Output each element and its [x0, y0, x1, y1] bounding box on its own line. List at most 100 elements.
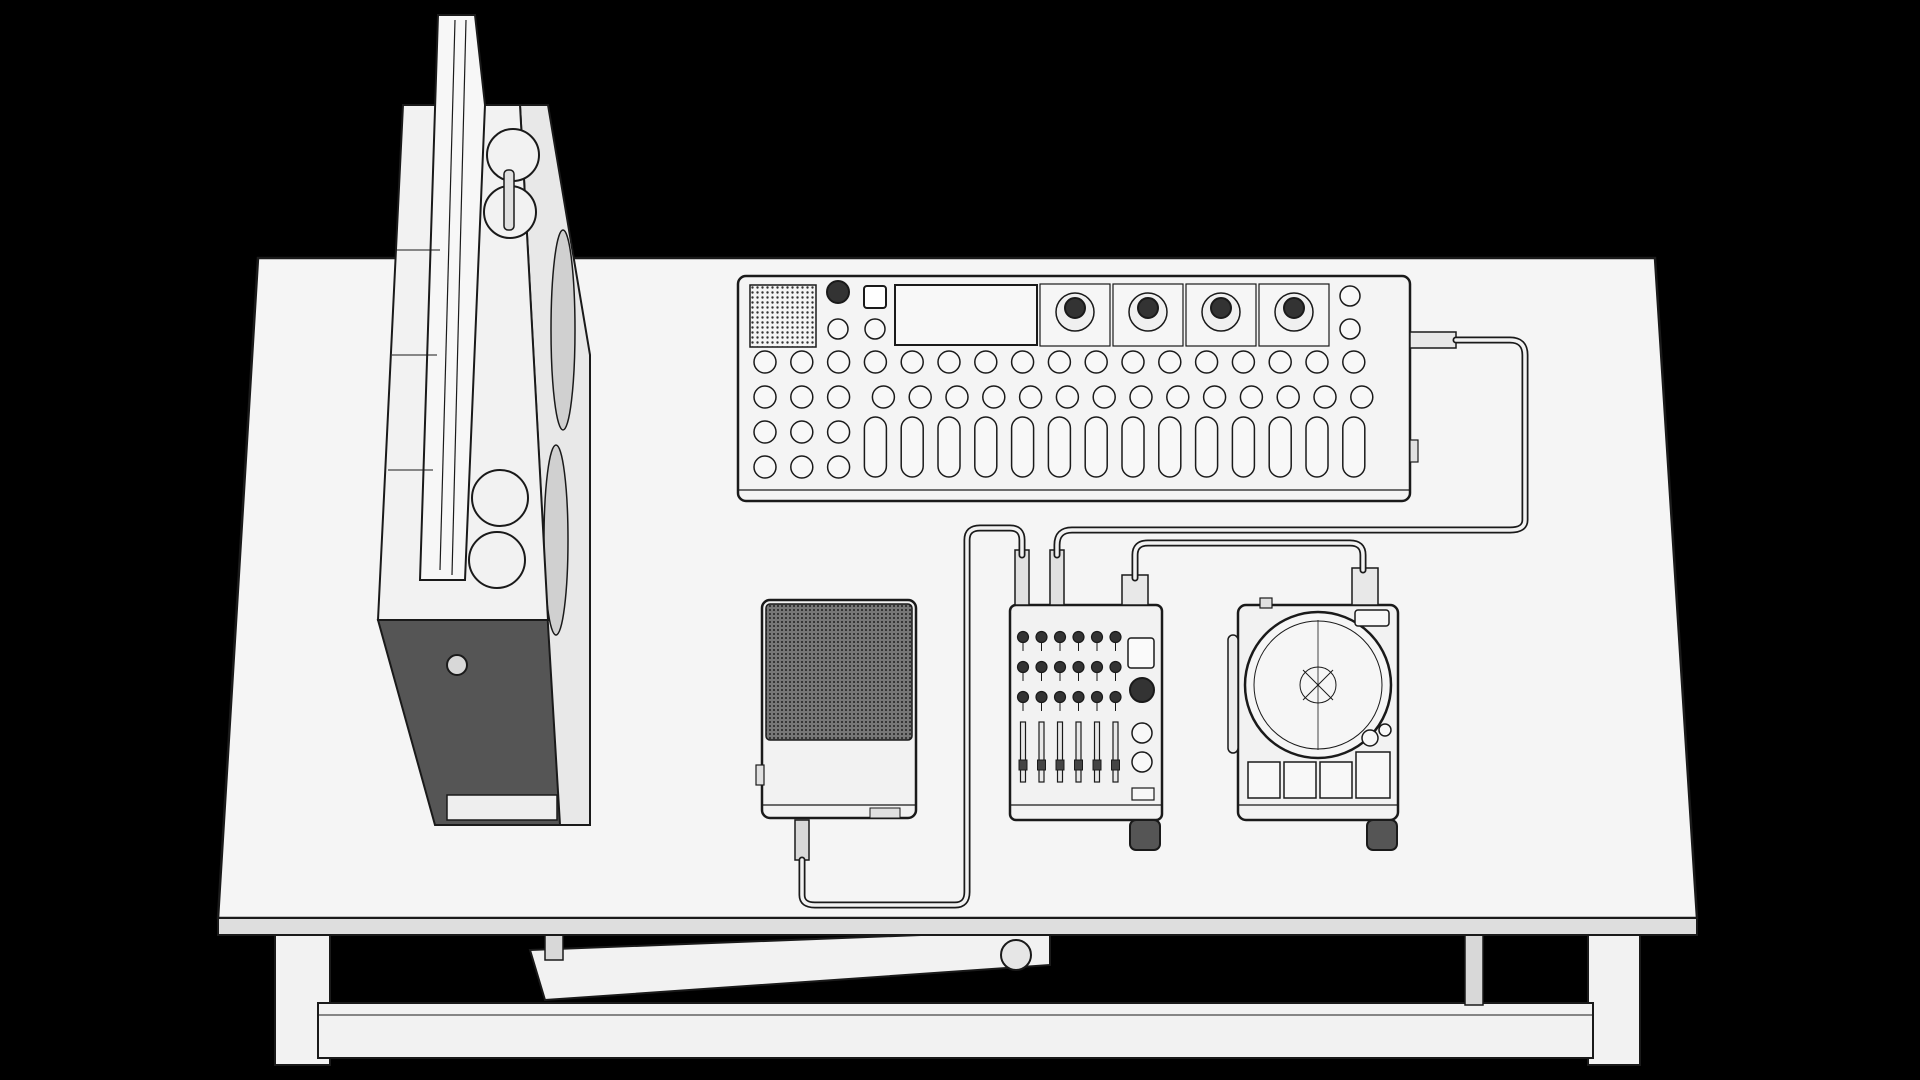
- synth-round-key: [1129, 385, 1153, 409]
- synth-round-key: [1305, 350, 1329, 374]
- synth-speaker-grille: [749, 284, 817, 348]
- mixer-knob: [1053, 630, 1067, 644]
- synth-round-key: [826, 350, 851, 374]
- synth-round-key: [826, 420, 851, 444]
- sampler-device: [755, 598, 918, 861]
- mixer-knob: [1035, 630, 1048, 644]
- mixer-knob: [1090, 630, 1104, 644]
- synth-long-key: [1268, 416, 1292, 478]
- field-recorder-turntable: [1227, 567, 1400, 851]
- speaker-jack: [446, 654, 468, 676]
- synth-long-key: [1231, 416, 1256, 478]
- synth-long-key: [1342, 416, 1366, 478]
- synth-knob: [1137, 297, 1159, 319]
- stand-leg-left: [274, 929, 331, 1066]
- synth-long-key: [1010, 416, 1035, 478]
- mixer-fader-track: [1056, 721, 1064, 783]
- stand-crossbar: [317, 1002, 1594, 1059]
- mixer-knob: [1053, 660, 1067, 674]
- mixer-knob: [1072, 690, 1085, 704]
- synth-round-key: [864, 318, 886, 340]
- synth-round-key: [1158, 350, 1182, 374]
- synth-round-key: [945, 385, 969, 409]
- synth-knob-row: [1039, 283, 1361, 347]
- synth-knob-panel: [1258, 283, 1330, 347]
- speaker-button-lower: [468, 531, 526, 589]
- synth-round-key: [1202, 385, 1227, 409]
- synth-long-key: [1121, 416, 1145, 478]
- synth-round-key: [1268, 350, 1292, 374]
- synth-round-key: [908, 385, 932, 409]
- mixer-fader-cap: [1055, 759, 1065, 771]
- synth-long-key: [900, 416, 924, 478]
- synth-round-key: [1194, 350, 1219, 374]
- synth-round-key: [937, 350, 961, 374]
- synth-round-key: [974, 350, 998, 374]
- synth-round-key: [871, 385, 896, 409]
- synth-display: [894, 284, 1038, 346]
- mixer-knob: [1016, 630, 1030, 644]
- recorder-pad-2: [1283, 761, 1317, 799]
- mixer-knob: [1035, 690, 1048, 704]
- synth-side-button: [1339, 285, 1361, 307]
- synth-key-grid: [753, 318, 1374, 479]
- speaker-handle: [418, 14, 487, 581]
- synth-knob: [1064, 297, 1086, 319]
- mixer-fader-bank: [1018, 721, 1120, 783]
- synth-round-key: [753, 420, 777, 444]
- synth-round-key: [1231, 350, 1256, 374]
- synth-knob: [1210, 297, 1232, 319]
- stand-brace: [528, 928, 1051, 1002]
- synth-round-key: [1276, 385, 1300, 409]
- mini-mixer: [1008, 549, 1164, 851]
- recorder-bottom-dial: [1366, 819, 1398, 851]
- synth-round-key: [1092, 385, 1116, 409]
- mixer-knob-grid: [1016, 630, 1122, 711]
- synth-knob: [1283, 297, 1305, 319]
- speaker-button-upper: [471, 469, 529, 527]
- stand-leg-right: [1587, 929, 1641, 1066]
- synth-round-key: [1010, 350, 1035, 374]
- synth-round-key: [1018, 385, 1043, 409]
- synth-round-key: [826, 385, 851, 409]
- mixer-fader-cap: [1037, 759, 1046, 771]
- synth-round-key: [1055, 385, 1080, 409]
- mixer-fader-track: [1112, 721, 1119, 783]
- synth-long-key: [937, 416, 961, 478]
- mixer-fader-cap: [1018, 759, 1028, 771]
- synth-long-key: [1084, 416, 1108, 478]
- mixer-fader-cap: [1111, 759, 1120, 771]
- mixer-knob: [1109, 660, 1122, 674]
- mixer-knob: [1072, 630, 1085, 644]
- synth-round-key: [826, 455, 851, 479]
- synth-round-key: [900, 350, 924, 374]
- synth-round-key: [827, 318, 849, 340]
- mixer-fader-track: [1093, 721, 1101, 783]
- synth-round-key: [863, 350, 888, 374]
- synth-round-key: [1350, 385, 1374, 409]
- synth-round-key: [790, 350, 814, 374]
- synth-long-key: [974, 416, 998, 478]
- mixer-knob: [1090, 690, 1104, 704]
- mixer-knob: [1016, 660, 1030, 674]
- mixer-knob: [1035, 660, 1048, 674]
- mixer-fader-cap: [1092, 759, 1102, 771]
- synth-long-key: [863, 416, 888, 478]
- synth-round-key: [1084, 350, 1108, 374]
- synth-round-key: [753, 350, 777, 374]
- mixer-knob: [1053, 690, 1067, 704]
- synth-long-key: [1305, 416, 1329, 478]
- mixer-fader-track: [1075, 721, 1082, 783]
- sequencer-synth: [736, 274, 1457, 503]
- mixer-knob: [1109, 630, 1122, 644]
- synth-output-jack: [1409, 331, 1457, 349]
- recorder-pad-3: [1319, 761, 1353, 799]
- mixer-knob: [1072, 660, 1085, 674]
- mixer-knob: [1090, 660, 1104, 674]
- mixer-bottom-dial: [1129, 819, 1161, 851]
- synth-round-key: [1239, 385, 1264, 409]
- speaker-cabinet: [376, 14, 591, 826]
- synth-square-button: [863, 285, 887, 309]
- synth-long-key: [1047, 416, 1072, 478]
